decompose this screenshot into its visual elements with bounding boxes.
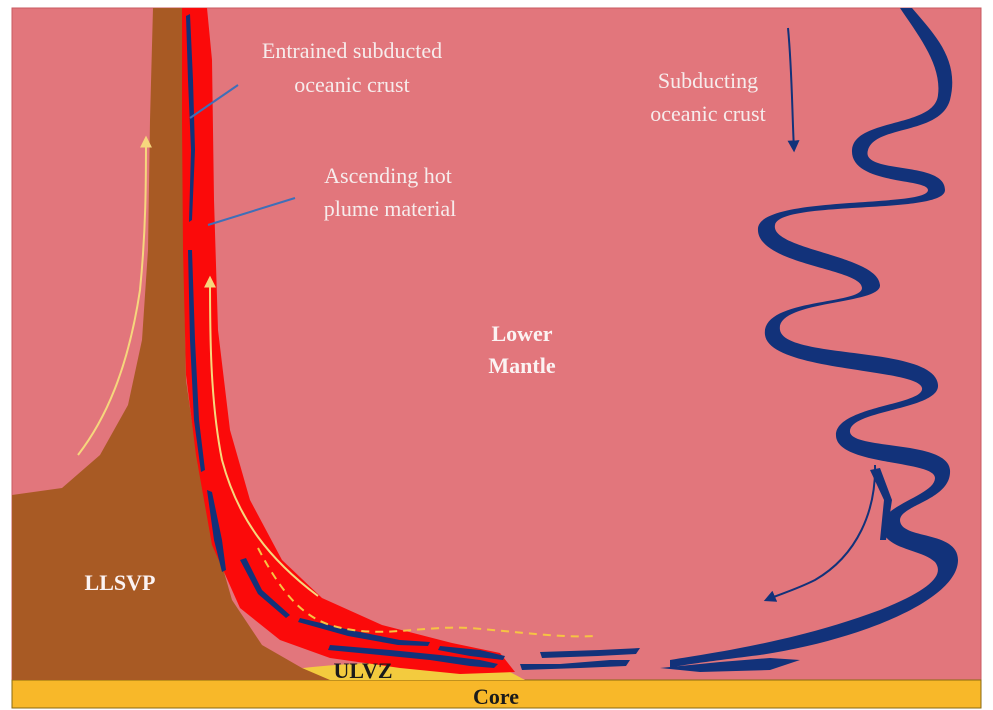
ascending-plume-label-line2: plume material [324, 196, 457, 221]
core-label: Core [473, 684, 519, 709]
lower-mantle-label-line1: Lower [491, 321, 552, 346]
ascending-plume-label-line1: Ascending hot [324, 163, 452, 188]
subducting-crust-label-line2: oceanic crust [650, 101, 765, 126]
subducting-crust-label-line1: Subducting [658, 68, 758, 93]
lower-mantle-label-line2: Mantle [488, 353, 555, 378]
entrained-crust-label-line2: oceanic crust [294, 72, 409, 97]
entrained-crust-label-line1: Entrained subducted [262, 38, 442, 63]
llsvp-label: LLSVP [85, 570, 156, 595]
ulvz-label: ULVZ [333, 658, 392, 683]
